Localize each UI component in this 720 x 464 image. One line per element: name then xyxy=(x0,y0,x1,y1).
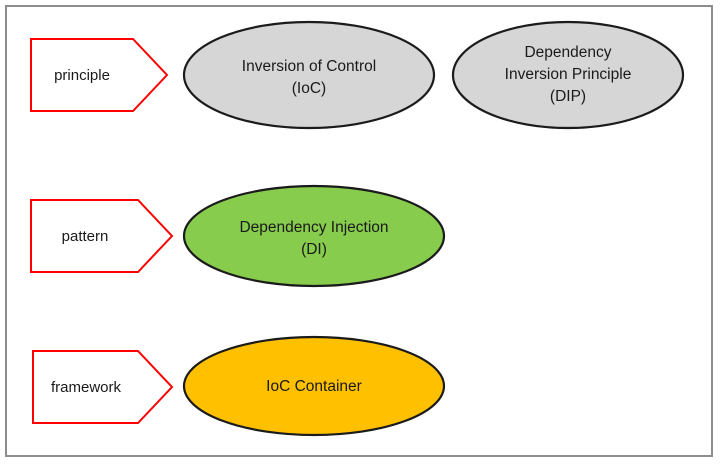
row-pattern: pattern Dependency Injection (DI) xyxy=(30,184,446,288)
row-principle: principle Inversion of Control (IoC) Dep… xyxy=(30,20,685,130)
node-label-ioc-line2: (IoC) xyxy=(292,80,326,97)
node-label-di-line2: (DI) xyxy=(301,241,327,258)
tag-label-pattern: pattern xyxy=(62,228,109,245)
node-shape-ioc-container[interactable] xyxy=(182,335,446,437)
tag-shape-pattern[interactable] xyxy=(30,199,174,273)
node-label-ioc-container-line1: IoC Container xyxy=(266,378,362,395)
tag-shape-principle[interactable] xyxy=(30,38,169,112)
tag-label-principle: principle xyxy=(54,67,110,84)
node-label-ioc-line1: Inversion of Control xyxy=(242,58,376,75)
node-label-dip-line2: Inversion Principle xyxy=(505,66,632,83)
node-label-di-line1: Dependency Injection xyxy=(239,219,388,236)
node-shape-ioc[interactable] xyxy=(182,20,436,130)
node-shape-di[interactable] xyxy=(182,184,446,288)
tag-shape-framework[interactable] xyxy=(32,350,174,424)
tag-label-framework: framework xyxy=(51,379,122,396)
node-label-dip-line1: Dependency xyxy=(524,44,611,61)
node-shape-dip[interactable] xyxy=(451,20,685,130)
row-framework: framework IoC Container xyxy=(32,335,446,437)
node-label-dip-line3: (DIP) xyxy=(550,88,586,105)
